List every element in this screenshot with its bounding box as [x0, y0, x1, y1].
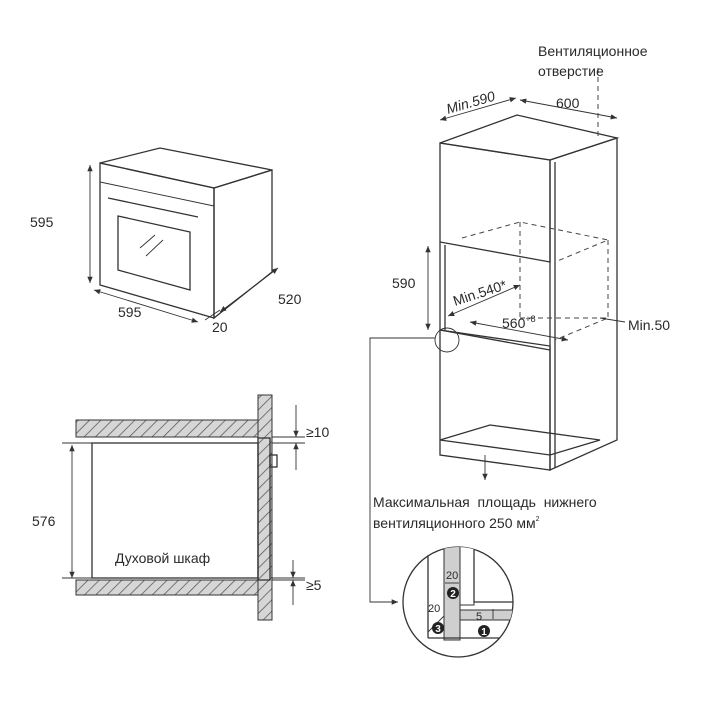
door-dimension	[204, 309, 221, 321]
vent-label-line2: отверстие	[538, 63, 604, 79]
oven-front	[99, 162, 215, 319]
niche-bottom-dashed	[520, 317, 609, 341]
inner-width-label: 560+8	[502, 314, 536, 331]
section-height-label: 576	[32, 513, 56, 529]
control-panel-line	[99, 181, 215, 207]
bottom-shelf	[75, 579, 259, 596]
detail-shelf	[459, 609, 513, 621]
inner-width-value: 560	[502, 315, 526, 331]
inner-width-tolerance: +8	[525, 314, 535, 324]
gap-top-label: ≥10	[306, 424, 329, 440]
glass-reflection	[139, 234, 156, 249]
cabinet-top	[439, 114, 620, 161]
detail-marker-circle	[434, 327, 460, 353]
niche-height-label: 590	[392, 275, 416, 291]
bottom-note-line1: Максимальная площадь нижнего	[373, 494, 597, 510]
detail-dim-a: 20	[446, 570, 458, 582]
bottom-note-text: вентиляционного 250 мм	[373, 515, 536, 531]
cabinet-drawing: Вентиляционное отверстие Min.590 600 590…	[373, 43, 670, 531]
bottom-note-sup: 2	[536, 516, 540, 523]
min-gap-dim	[599, 317, 626, 323]
oven-door-label: 20	[212, 319, 228, 335]
oven-height-label: 595	[30, 214, 54, 230]
marker-2: 2	[450, 589, 456, 600]
top-shelf	[75, 419, 259, 438]
detail-dim-b: 20	[428, 603, 440, 615]
detail-edge	[473, 547, 513, 603]
lower-front	[439, 329, 551, 471]
bottom-vent	[439, 424, 601, 456]
width-dimension	[93, 289, 199, 323]
section-drawing: 576 Духовой шкаф ≥10 ≥5	[32, 394, 329, 621]
marker-1: 1	[481, 627, 487, 638]
min-depth-label: Min.590	[444, 88, 496, 117]
detail-view: 20 20 5 2 3 1	[402, 546, 514, 658]
oven-side	[213, 169, 273, 320]
oven-depth-label: 520	[278, 291, 302, 307]
detail-leader-line	[369, 337, 435, 605]
oven-door	[257, 437, 271, 581]
marker-1-badge	[478, 625, 490, 637]
gap-bottom-label: ≥5	[306, 577, 322, 593]
cabinet-side	[549, 137, 618, 472]
bottom-note-line2: вентиляционного 250 мм2	[373, 515, 540, 531]
detail-inner	[459, 547, 475, 606]
detail-dim-c: 5	[476, 611, 482, 623]
width-label: 600	[556, 95, 580, 111]
upper-front	[439, 142, 551, 263]
door-handle	[107, 197, 199, 218]
marker-3-badge	[432, 622, 444, 634]
min-inner-depth-dim	[447, 284, 521, 317]
marker-3: 3	[435, 624, 441, 635]
oven-drawing: 595 595 520 20	[30, 147, 302, 335]
inner-width-dim	[469, 320, 569, 342]
min-depth-dim	[439, 97, 517, 121]
min-gap-label: Min.50	[628, 317, 670, 333]
depth-dimension	[219, 267, 279, 313]
width-dim	[519, 98, 618, 120]
oven-width-label: 595	[118, 304, 142, 320]
min-inner-depth-label: Min.540*	[451, 276, 509, 308]
section-oven-label: Духовой шкаф	[115, 550, 210, 566]
oven-handle	[269, 454, 278, 468]
oven-window	[117, 215, 191, 291]
vent-label-line1: Вентиляционное	[538, 43, 648, 59]
glass-reflection	[145, 239, 164, 257]
niche-top-dashed	[461, 221, 610, 263]
marker-2-badge	[447, 587, 459, 599]
